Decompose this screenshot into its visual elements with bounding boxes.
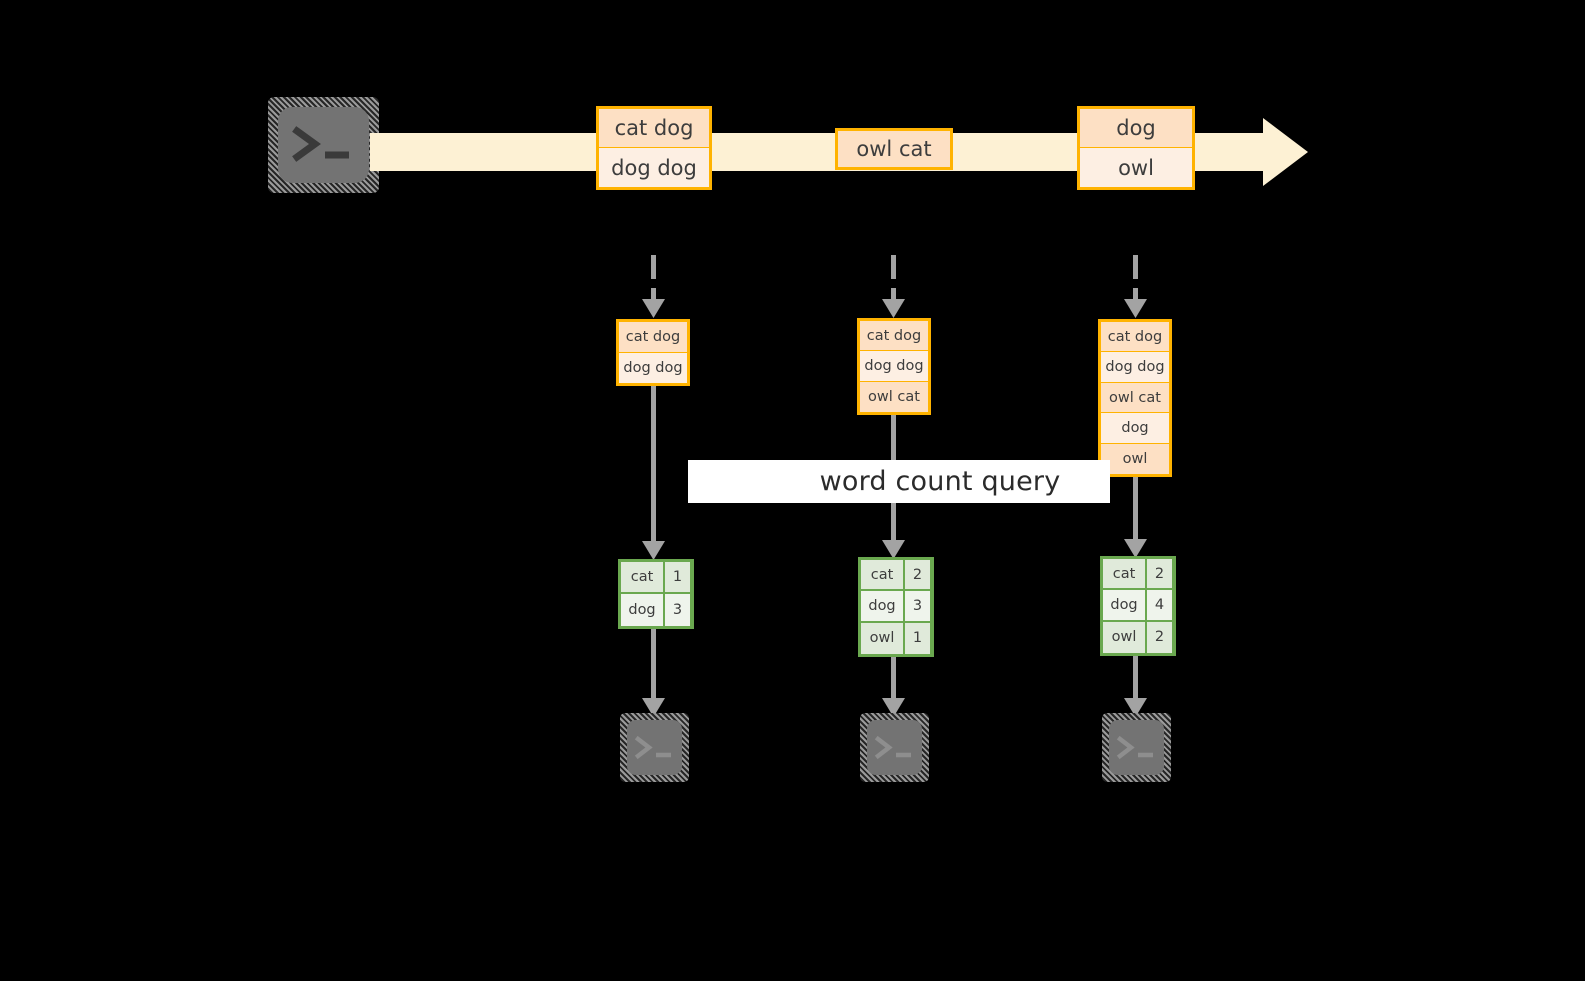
snapshot-3-sink-arrow [1119,656,1152,719]
input-line: owl [1101,443,1169,475]
terminal-prompt-glyph [860,713,929,782]
snapshot-1-sink-arrow [637,629,670,719]
input-line: dog dog [619,352,687,383]
snapshot-2-sink-terminal-icon [860,713,929,782]
result-word: owl [1103,621,1147,653]
snapshot-1-sink-terminal-icon [620,713,689,782]
input-line: owl cat [1101,382,1169,414]
terminal-prompt-glyph [268,97,379,193]
result-count: 1 [665,562,690,592]
result-count: 3 [905,591,930,621]
record-line: dog dog [599,148,709,187]
result-word: cat [861,560,905,590]
input-line: cat dog [1101,322,1169,353]
result-word: cat [621,562,665,592]
record-line: owl [1080,148,1192,187]
stream-record-group-3: dog owl [1077,106,1195,190]
result-word: dog [861,591,905,621]
result-row: cat 2 [861,560,931,592]
terminal-body [1109,720,1164,775]
snapshot-1-input-box: cat dog dog dog [616,319,690,386]
result-count: 3 [665,594,690,626]
result-word: dog [1103,590,1147,620]
snapshot-2-sink-arrow [877,657,910,719]
terminal-prompt-glyph [620,713,689,782]
result-row: owl 2 [1103,621,1173,653]
source-terminal-icon [268,97,379,193]
stream-record-group-1: cat dog dog dog [596,106,712,190]
result-row: owl 1 [861,622,931,654]
result-word: owl [861,622,905,654]
stream-to-snapshot-3-arrow [1119,255,1152,320]
result-word: dog [621,594,665,626]
result-row: dog 3 [861,591,931,623]
stream-to-snapshot-2-arrow [877,255,910,320]
snapshot-3-result-table: cat 2 dog 4 owl 2 [1100,556,1176,656]
stream-to-snapshot-1-arrow [637,255,670,320]
input-line: dog dog [860,351,928,382]
terminal-body [867,720,922,775]
input-line: dog dog [1101,352,1169,383]
terminal-body [278,107,369,183]
snapshot-2-input-box: cat dog dog dog owl cat [857,318,931,415]
snapshot-3-query-arrow [1119,477,1152,560]
snapshot-1-result-table: cat 1 dog 3 [618,559,694,629]
input-line: cat dog [619,322,687,353]
input-line: dog [1101,413,1169,444]
result-count: 2 [905,560,930,590]
result-count: 1 [905,622,930,654]
snapshot-2-result-table: cat 2 dog 3 owl 1 [858,557,934,657]
input-line: owl cat [860,381,928,412]
terminal-body [627,720,682,775]
result-row: cat 2 [1103,559,1173,591]
snapshot-3-sink-terminal-icon [1102,713,1171,782]
result-row: cat 1 [621,562,691,594]
record-line: dog [1080,109,1192,148]
input-line: cat dog [860,321,928,352]
stream-record-group-2: owl cat [835,128,953,170]
query-label-text: word count query [819,466,1061,497]
snapshot-1-query-arrow [637,386,670,562]
query-label-banner: word count query [688,460,1110,503]
terminal-prompt-glyph [1102,713,1171,782]
result-count: 2 [1147,621,1172,653]
record-line: owl cat [838,131,950,167]
record-line: cat dog [599,109,709,148]
snapshot-3-input-box: cat dog dog dog owl cat dog owl [1098,319,1172,477]
result-count: 2 [1147,559,1172,589]
result-word: cat [1103,559,1147,589]
result-count: 4 [1147,590,1172,620]
result-row: dog 3 [621,594,691,626]
result-row: dog 4 [1103,590,1173,622]
